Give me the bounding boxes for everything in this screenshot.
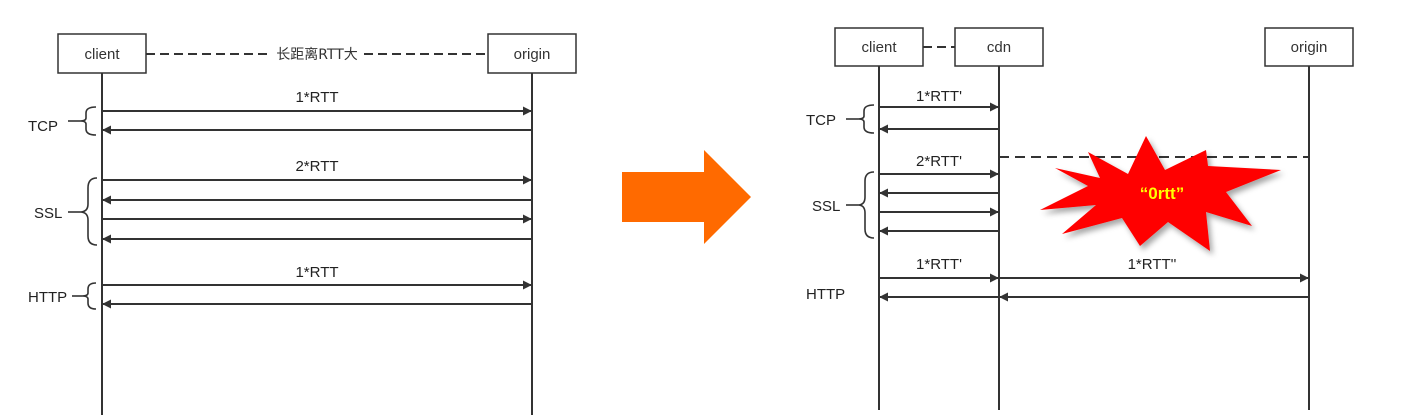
left-diagram: client origin 长距离RTT大 1*RTT TCP 2*RTT SS… xyxy=(28,33,577,415)
left-tcp-rtt-label: 1*RTT xyxy=(295,89,338,106)
right-client-box: client xyxy=(834,27,924,67)
right-ssl-rtt-label: 2*RTT' xyxy=(916,153,962,170)
right-origin-label: origin xyxy=(1291,39,1328,56)
right-tcp-label: TCP xyxy=(806,112,836,129)
left-client-label: client xyxy=(84,46,120,63)
right-client-label: client xyxy=(861,39,897,56)
left-ssl-brace xyxy=(79,177,98,246)
right-ssl-brace xyxy=(857,171,875,239)
right-diagram: client cdn origin 1*RTT' TCP 2*RTT' SSL … xyxy=(806,27,1354,410)
left-origin-label: origin xyxy=(514,46,551,63)
right-tcp-brace xyxy=(857,104,875,134)
left-tcp-label: TCP xyxy=(28,118,58,135)
zero-rtt-burst-label: “0rtt” xyxy=(1140,184,1184,203)
left-ssl-rtt-label: 2*RTT xyxy=(295,158,338,175)
right-http-client-cdn-rtt-label: 1*RTT' xyxy=(916,256,962,273)
right-tcp-rtt-label: 1*RTT' xyxy=(916,88,962,105)
right-cdn-box: cdn xyxy=(954,27,1044,67)
left-client-box: client xyxy=(57,33,147,74)
right-ssl-label: SSL xyxy=(812,198,840,215)
zero-rtt-burst-shape xyxy=(1040,136,1281,251)
left-origin-box: origin xyxy=(487,33,577,74)
distance-note: 长距离RTT大 xyxy=(276,46,358,63)
left-http-label: HTTP xyxy=(28,289,67,306)
right-cdn-label: cdn xyxy=(987,39,1011,56)
transition-arrow-shape xyxy=(622,150,751,244)
left-tcp-brace xyxy=(79,106,97,136)
left-http-brace xyxy=(81,282,97,310)
zero-rtt-burst: “0rtt” xyxy=(1040,136,1281,251)
left-ssl-label: SSL xyxy=(34,205,62,222)
right-origin-box: origin xyxy=(1264,27,1354,67)
right-http-label: HTTP xyxy=(806,286,845,303)
right-http-cdn-origin-rtt-label: 1*RTT'' xyxy=(1128,256,1177,273)
left-http-rtt-label: 1*RTT xyxy=(295,264,338,281)
